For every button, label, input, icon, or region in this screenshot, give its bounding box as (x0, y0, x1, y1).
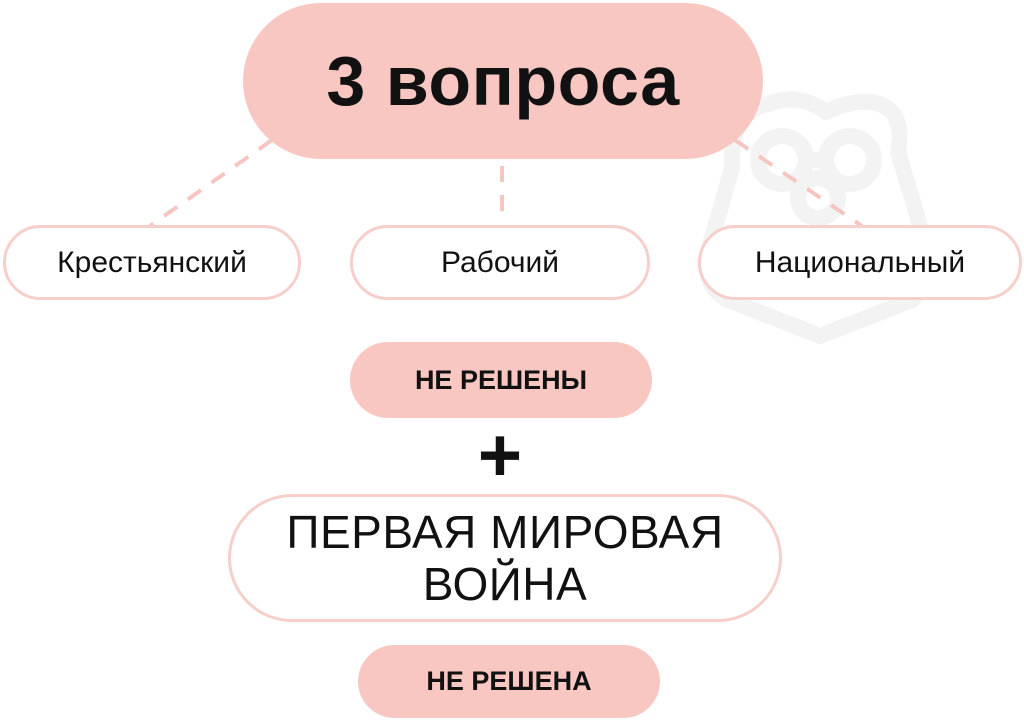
category-peasant: Крестьянский (3, 225, 301, 300)
status-unsolved-singular: НЕ РЕШЕНА (358, 645, 660, 718)
bear-logo-outline (697, 91, 936, 344)
connector-peasant (148, 138, 274, 228)
connector-national (733, 138, 864, 228)
category-national: Национальный (698, 225, 1022, 300)
status-unsolved-plural: НЕ РЕШЕНЫ (350, 342, 652, 418)
bear-logo-nose (790, 170, 846, 226)
world-war-box: ПЕРВАЯ МИРОВАЯ ВОЙНА (228, 494, 782, 622)
plus-sign: + (477, 413, 523, 498)
category-worker: Рабочий (350, 225, 650, 300)
main-title: 3 вопроса (243, 3, 763, 159)
